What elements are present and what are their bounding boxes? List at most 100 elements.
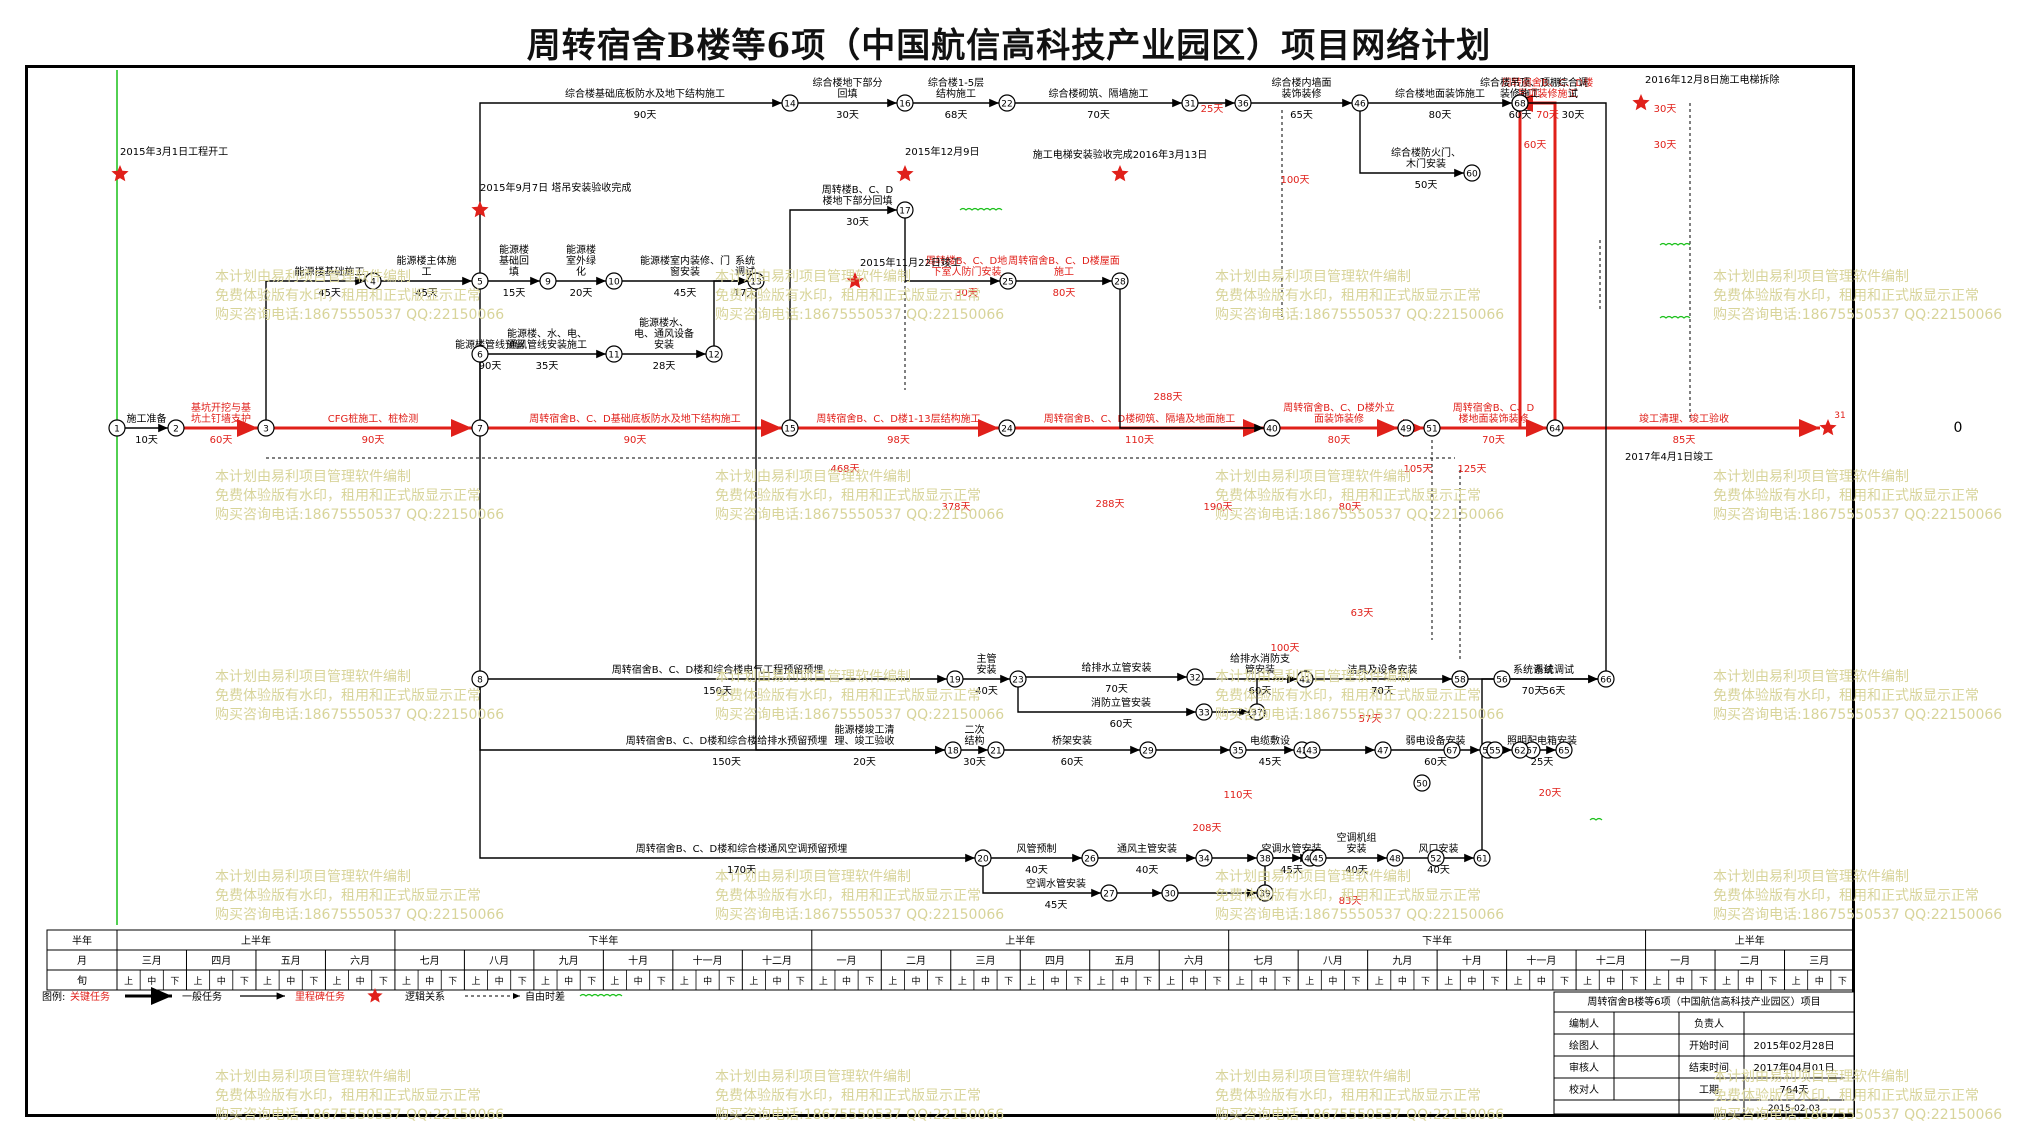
node-number: 35	[1232, 747, 1243, 757]
node-circle	[1374, 741, 1392, 759]
node-number: 52	[1430, 855, 1441, 865]
activity-duration: 70天	[1087, 110, 1110, 121]
node-number: 26	[1084, 855, 1096, 865]
info-value: 2017年04月01日	[1754, 1061, 1835, 1074]
dekad-label: 下	[1629, 977, 1638, 987]
dekad-label: 下	[796, 977, 805, 987]
node-circle	[781, 419, 799, 437]
node-circle	[605, 272, 623, 290]
activity-label: 周转楼B、C、D	[822, 183, 894, 196]
float-label: 468天	[830, 464, 859, 475]
month-label: 五月	[1114, 955, 1134, 967]
dekad-label: 中	[425, 975, 434, 987]
node-number: 48	[1389, 855, 1401, 865]
milestone-star	[1111, 165, 1129, 182]
activity-label: 工	[422, 267, 432, 278]
float-label: 30天	[1654, 140, 1677, 151]
dekad-label: 上	[1166, 976, 1175, 987]
activity-label: 综合楼地面装饰施工	[1395, 87, 1485, 100]
activity-label: 结构	[965, 734, 985, 747]
milestone-label: 2015年12月9日	[905, 145, 980, 158]
node-circle	[1555, 741, 1573, 759]
node-circle	[1186, 668, 1204, 686]
node-number: 34	[1198, 855, 1210, 865]
half-label: 下半年	[588, 934, 618, 947]
info-footer-date: 2015-02-03	[1768, 1104, 1820, 1114]
node-number: 55	[1489, 747, 1500, 757]
dekad-label: 下	[1074, 977, 1083, 987]
activity-label: 面装饰装修	[1314, 412, 1364, 425]
node-number: 68	[1514, 100, 1526, 110]
activity-label: 周转宿舍B、C、D楼屋面	[1008, 254, 1120, 267]
activity-label: 主管	[977, 652, 997, 665]
activity-label: 电、通风设备	[634, 327, 694, 340]
node-circle	[896, 201, 914, 219]
dekad-label: 中	[356, 975, 365, 987]
node-circle	[257, 419, 275, 437]
dekad-label: 下	[1560, 977, 1569, 987]
dekad-label: 上	[610, 976, 619, 987]
dekad-label: 下	[935, 977, 944, 987]
node-circle	[1256, 884, 1274, 902]
activity-arrow	[1017, 687, 1196, 717]
node-number: 56	[1496, 676, 1508, 686]
legend-title: 图例:	[42, 990, 65, 1003]
dekad-label: 下	[1768, 977, 1777, 987]
float-label: 60天	[1524, 140, 1547, 151]
dekad-label: 中	[1606, 975, 1615, 987]
activity-label: CFG桩施工、桩检测	[328, 412, 418, 425]
timeline-row-label: 月	[77, 955, 87, 967]
activity-duration: 90天	[624, 435, 647, 446]
float-label: 25天	[1201, 104, 1224, 115]
legend-logic: 逻辑关系	[405, 990, 445, 1003]
node-circle	[1229, 741, 1247, 759]
activity-duration: 60天	[1424, 757, 1447, 768]
activity-duration: 30天	[836, 110, 859, 121]
activity-label: 周转宿舍B、C、D楼和综合楼通风空调预留预埋	[636, 842, 848, 855]
dekad-label: 下	[1699, 977, 1708, 987]
dekad-label: 中	[773, 975, 782, 987]
node-circle	[1546, 419, 1564, 437]
activity-label: 下室人防门安装	[932, 265, 1002, 278]
node-circle	[1303, 741, 1321, 759]
dekad-label: 上	[1236, 976, 1245, 987]
activity-label: 装饰装修	[1282, 87, 1322, 100]
dekad-label: 中	[1050, 975, 1059, 987]
node-circle	[944, 741, 962, 759]
activity-duration: 60天	[1110, 719, 1133, 730]
activity-label: 桥架安装	[1052, 734, 1092, 747]
info-label: 审核人	[1569, 1061, 1599, 1074]
node-number: 9	[545, 278, 551, 288]
node-circle	[539, 272, 557, 290]
dekad-label: 中	[842, 975, 851, 987]
node-circle	[1009, 670, 1027, 688]
end-node-number: 31	[1834, 411, 1845, 421]
info-key: 负责人	[1694, 1017, 1724, 1030]
node-circle	[1181, 94, 1199, 112]
dekad-label: 中	[1189, 975, 1198, 987]
dekad-label: 上	[471, 976, 480, 987]
activity-label: 结构施工	[936, 87, 976, 100]
dekad-label: 下	[448, 977, 457, 987]
month-label: 二月	[1740, 955, 1760, 967]
node-number: 11	[608, 351, 619, 361]
node-number: 12	[708, 351, 719, 361]
dekad-label: 上	[1097, 976, 1106, 987]
activity-duration: 40天	[1025, 865, 1048, 876]
node-circle	[1100, 884, 1118, 902]
dekad-label: 下	[587, 977, 596, 987]
activity-label: 能源楼竣工清	[835, 723, 895, 736]
node-number: 62	[1514, 747, 1525, 757]
activity-duration: 30天	[955, 288, 978, 299]
info-label: 绘图人	[1569, 1039, 1599, 1052]
milestone-label: 2015年11月22日竣工	[860, 256, 961, 269]
activity-duration: 45天	[415, 288, 438, 299]
activity-duration: 150天	[703, 686, 732, 697]
activity-label: 综合楼吊顶、顶棚	[1480, 76, 1560, 89]
node-circle	[1451, 670, 1469, 688]
node-circle	[896, 94, 914, 112]
activity-duration: 70天	[1371, 686, 1394, 697]
dekad-label: 中	[1815, 975, 1824, 987]
dekad-label: 上	[680, 976, 689, 987]
activity-arrow	[755, 289, 945, 755]
